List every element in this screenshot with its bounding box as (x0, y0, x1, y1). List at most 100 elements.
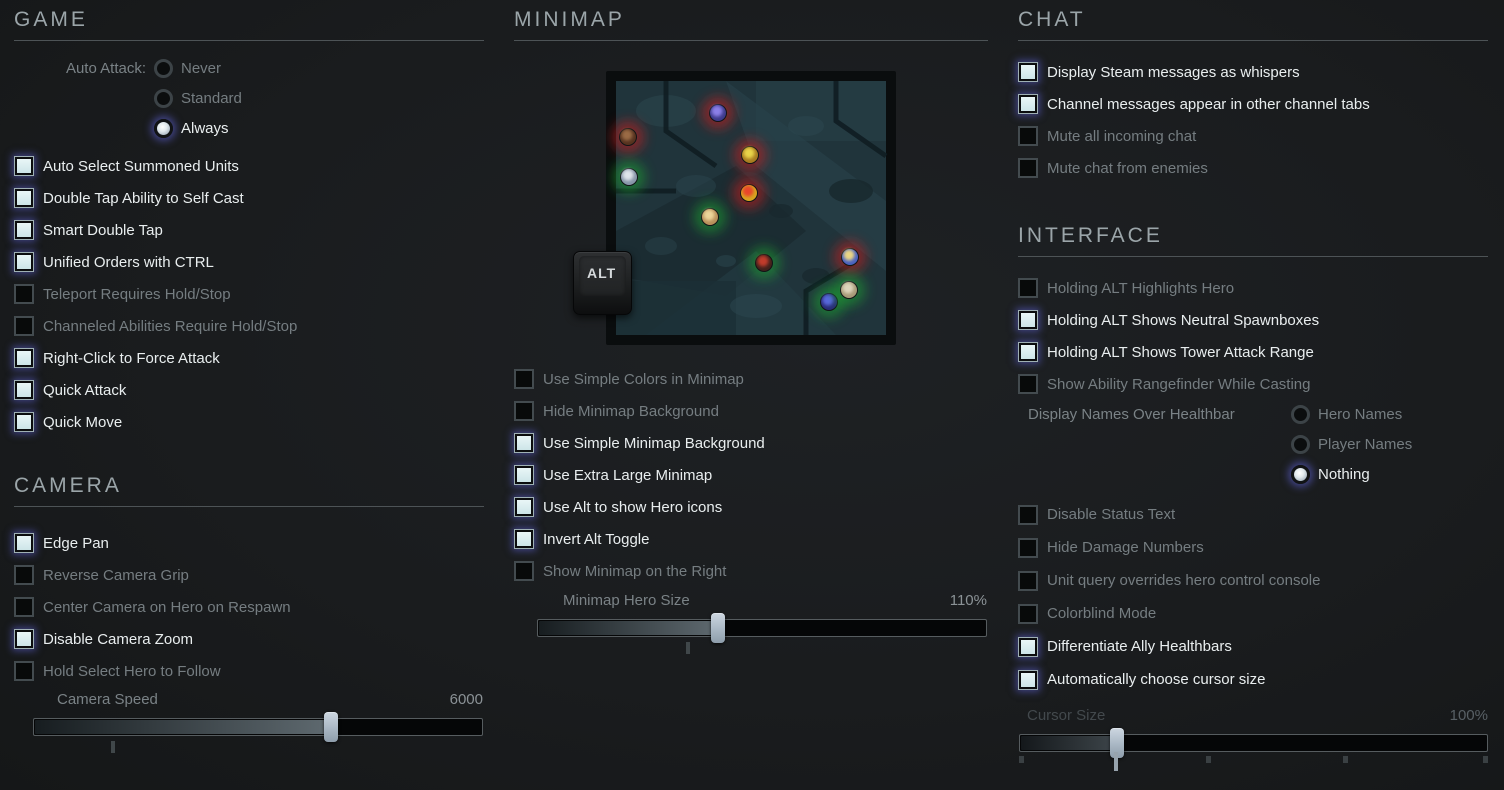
checkbox-checked[interactable] (14, 533, 34, 553)
checkbox-checked[interactable] (1018, 310, 1038, 330)
checkbox-checked[interactable] (14, 188, 34, 208)
checkbox-row: Unit query overrides hero control consol… (1018, 564, 1488, 597)
checkbox-row: Edge Pan (14, 527, 484, 559)
checkbox-unchecked[interactable] (1018, 603, 1038, 624)
checkbox-label: Hide Minimap Background (543, 402, 719, 420)
slider-value: 6000 (449, 690, 483, 708)
checkbox-label: Colorblind Mode (1047, 605, 1157, 622)
hero-banner (833, 274, 865, 306)
checkbox-label: Mute chat from enemies (1047, 159, 1208, 177)
checkbox-checked[interactable] (14, 348, 34, 368)
game-section-title: GAME (14, 8, 88, 31)
slider-handle[interactable] (1109, 728, 1124, 758)
radio-unselected[interactable] (1291, 434, 1310, 454)
checkbox-label: Use Simple Colors in Minimap (543, 370, 744, 388)
checkbox-label: Disable Camera Zoom (43, 630, 194, 648)
radio-label: Nothing (1318, 465, 1370, 483)
checkbox-checked[interactable] (14, 156, 34, 176)
hero-red-armor (733, 177, 765, 209)
checkbox-row: Holding ALT Shows Tower Attack Range (1018, 336, 1488, 368)
chat-section-title: CHAT (1018, 8, 1086, 31)
checkbox-row: Holding ALT Highlights Hero (1018, 272, 1488, 304)
checkbox-row: Differentiate Ally Healthbars (1018, 630, 1488, 663)
checkbox-checked[interactable] (14, 412, 34, 432)
checkbox-label: Channeled Abilities Require Hold/Stop (43, 317, 298, 335)
camera-section-header: CAMERA (14, 474, 484, 507)
radio-unselected[interactable] (154, 88, 173, 108)
checkbox-row: Channel messages appear in other channel… (1018, 88, 1488, 120)
radio-row: Player Names (1018, 429, 1488, 459)
slider-track[interactable] (537, 613, 987, 643)
checkbox-unchecked[interactable] (14, 661, 34, 681)
checkbox-row: Hold Select Hero to Follow (14, 655, 484, 687)
radio-selected[interactable] (1291, 464, 1310, 484)
checkbox-label: Automatically choose cursor size (1047, 671, 1266, 688)
checkbox-row: Quick Move (14, 406, 484, 438)
checkbox-checked[interactable] (1018, 94, 1038, 114)
checkbox-label: Auto Select Summoned Units (43, 157, 239, 175)
checkbox-unchecked[interactable] (1018, 537, 1038, 558)
camera-section-title: CAMERA (14, 474, 122, 497)
checkbox-checked[interactable] (514, 465, 534, 485)
slider-tick (1018, 756, 1024, 763)
checkbox-row: Right-Click to Force Attack (14, 342, 484, 374)
checkbox-checked[interactable] (1018, 669, 1038, 690)
hero-blonde (694, 201, 726, 233)
checkbox-unchecked[interactable] (14, 284, 34, 304)
checkbox-label: Edge Pan (43, 534, 109, 552)
checkbox-checked[interactable] (1018, 342, 1038, 362)
checkbox-row: Mute chat from enemies (1018, 152, 1488, 184)
slider-track[interactable] (1019, 728, 1488, 758)
checkbox-row: Colorblind Mode (1018, 597, 1488, 630)
checkbox-checked[interactable] (14, 629, 34, 649)
radio-unselected[interactable] (154, 58, 173, 78)
checkbox-label: Channel messages appear in other channel… (1047, 95, 1370, 113)
checkbox-label: Display Steam messages as whispers (1047, 63, 1300, 81)
checkbox-checked[interactable] (514, 529, 534, 549)
checkbox-unchecked[interactable] (1018, 126, 1038, 146)
checkbox-row: Unified Orders with CTRL (14, 246, 484, 278)
radio-row: Always (14, 113, 484, 143)
slider-handle-stem (1114, 752, 1119, 771)
radio-selected[interactable] (154, 118, 173, 138)
checkbox-unchecked[interactable] (14, 597, 34, 617)
checkbox-checked[interactable] (14, 252, 34, 272)
checkbox-row: Holding ALT Shows Neutral Spawnboxes (1018, 304, 1488, 336)
checkbox-checked[interactable] (1018, 636, 1038, 657)
slider-ticks (33, 736, 483, 756)
alt-key-graphic: ALT (573, 251, 632, 315)
checkbox-row: Center Camera on Hero on Respawn (14, 591, 484, 623)
checkbox-unchecked[interactable] (1018, 158, 1038, 178)
checkbox-unchecked[interactable] (1018, 504, 1038, 525)
slider-handle[interactable] (324, 712, 339, 742)
checkbox-label: Reverse Camera Grip (43, 566, 189, 584)
checkbox-unchecked[interactable] (14, 565, 34, 585)
alt-keycap-face (579, 256, 626, 296)
checkbox-unchecked[interactable] (514, 561, 534, 581)
checkbox-checked[interactable] (14, 220, 34, 240)
checkbox-row: Reverse Camera Grip (14, 559, 484, 591)
checkbox-checked[interactable] (514, 433, 534, 453)
checkbox-unchecked[interactable] (1018, 570, 1038, 591)
checkbox-row: Hide Damage Numbers (1018, 531, 1488, 564)
checkbox-row: Display Steam messages as whispers (1018, 56, 1488, 88)
checkbox-label: Holding ALT Shows Neutral Spawnboxes (1047, 311, 1320, 329)
slider-tick (1206, 756, 1211, 763)
checkbox-checked[interactable] (1018, 62, 1038, 82)
checkbox-unchecked[interactable] (514, 401, 534, 421)
checkbox-unchecked[interactable] (514, 369, 534, 389)
checkbox-checked[interactable] (514, 497, 534, 517)
checkbox-unchecked[interactable] (14, 316, 34, 336)
radio-row: Standard (14, 83, 484, 113)
checkbox-row: Show Ability Rangefinder While Casting (1018, 368, 1488, 400)
slider-handle[interactable] (711, 613, 726, 643)
slider-fill (35, 720, 333, 734)
checkbox-checked[interactable] (14, 380, 34, 400)
checkbox-label: Smart Double Tap (43, 221, 163, 239)
radio-unselected[interactable] (1291, 404, 1310, 424)
checkbox-label: Center Camera on Hero on Respawn (43, 598, 291, 616)
slider-track[interactable] (33, 712, 483, 742)
checkbox-unchecked[interactable] (1018, 374, 1038, 394)
checkbox-unchecked[interactable] (1018, 278, 1038, 298)
